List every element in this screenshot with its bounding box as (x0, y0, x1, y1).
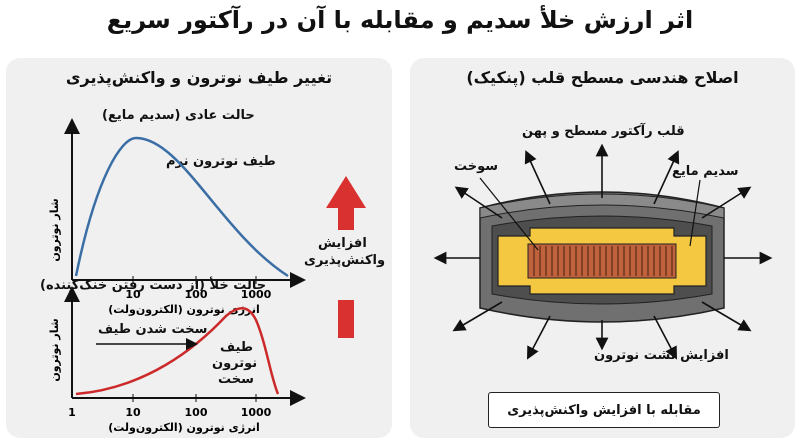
fuel-rods (533, 246, 673, 276)
normal-spectrum-curve (74, 136, 289, 278)
reactivity-arrow-shaft-top (338, 206, 354, 230)
bottom-tick-1000: 1000 (241, 406, 272, 419)
top-x-label: انرژی نوترون (الکترون‌ولت) (108, 303, 260, 316)
top-tick-1000: 1000 (241, 288, 272, 301)
bottom-tick-1: 1 (68, 406, 76, 419)
vessel-top-face (479, 193, 725, 219)
core-label: قلب رآکتور مسطح و پهن (522, 124, 685, 139)
result-box: مقابله با افزایش واکنش‌پذیری (488, 392, 720, 428)
pancake-panel-title: اصلاح هندسی مسطح قلب (پنکیک) (466, 68, 739, 87)
fuel-leader (479, 177, 539, 251)
reactivity-arrow-shaft-bottom (338, 300, 354, 338)
spectrum-panel: تغییر طیف نوترون و واکنش‌پذیری حالت عادی… (6, 58, 392, 438)
bottom-tick-10: 10 (125, 406, 141, 419)
reactivity-label-line2: واکنش‌پذیری (304, 253, 386, 268)
top-tick-100: 100 (185, 288, 208, 301)
reactivity-label-line1: افزایش (318, 236, 367, 251)
hard-spectrum-label-1: طیف (220, 340, 254, 355)
bottom-x-label: انرژی نوترون (الکترون‌ولت) (108, 421, 260, 434)
spectrum-panel-title: تغییر طیف نوترون و واکنش‌پذیری (65, 68, 333, 87)
fuel-core (527, 243, 677, 279)
pancake-core-panel: اصلاح هندسی مسطح قلب (پنکیک) قلب رآکتور … (410, 58, 795, 438)
sodium-leader (689, 179, 701, 247)
spectrum-charts: 1 10 100 1000 انرژی نوترون (الکترون‌ولت)… (48, 118, 366, 434)
leakage-arrows (433, 143, 773, 360)
void-chart-heading: حالت خلأ (از دست رفتن خنک‌کننده) (40, 278, 267, 293)
top-tick-10: 10 (125, 288, 141, 301)
hard-spectrum-label-2: نوترون (212, 356, 258, 371)
bottom-y-label: شار نوترون (48, 318, 61, 381)
sodium-label: سدیم مایع (672, 164, 739, 179)
leakage-label: افزایش نشت نوترون (594, 348, 729, 363)
hard-spectrum-label-3: سخت (218, 372, 254, 387)
top-x-ticks (132, 276, 257, 284)
bottom-x-ticks (132, 394, 257, 402)
page-title: اثر ارزش خلأ سدیم و مقابله با آن در رآکت… (106, 6, 694, 34)
reactivity-arrow-head (326, 176, 366, 208)
top-y-label: شار نوترون (48, 198, 61, 261)
fuel-label: سوخت (454, 159, 499, 174)
soft-spectrum-label: طیف نوترون نرم (166, 154, 276, 169)
bottom-tick-100: 100 (185, 406, 208, 419)
normal-chart-heading: حالت عادی (سدیم مایع) (102, 108, 255, 123)
pancake-core-diagram (433, 143, 773, 360)
void-spectrum-curve (75, 307, 280, 396)
hardening-label: سخت شدن طیف (98, 322, 208, 337)
